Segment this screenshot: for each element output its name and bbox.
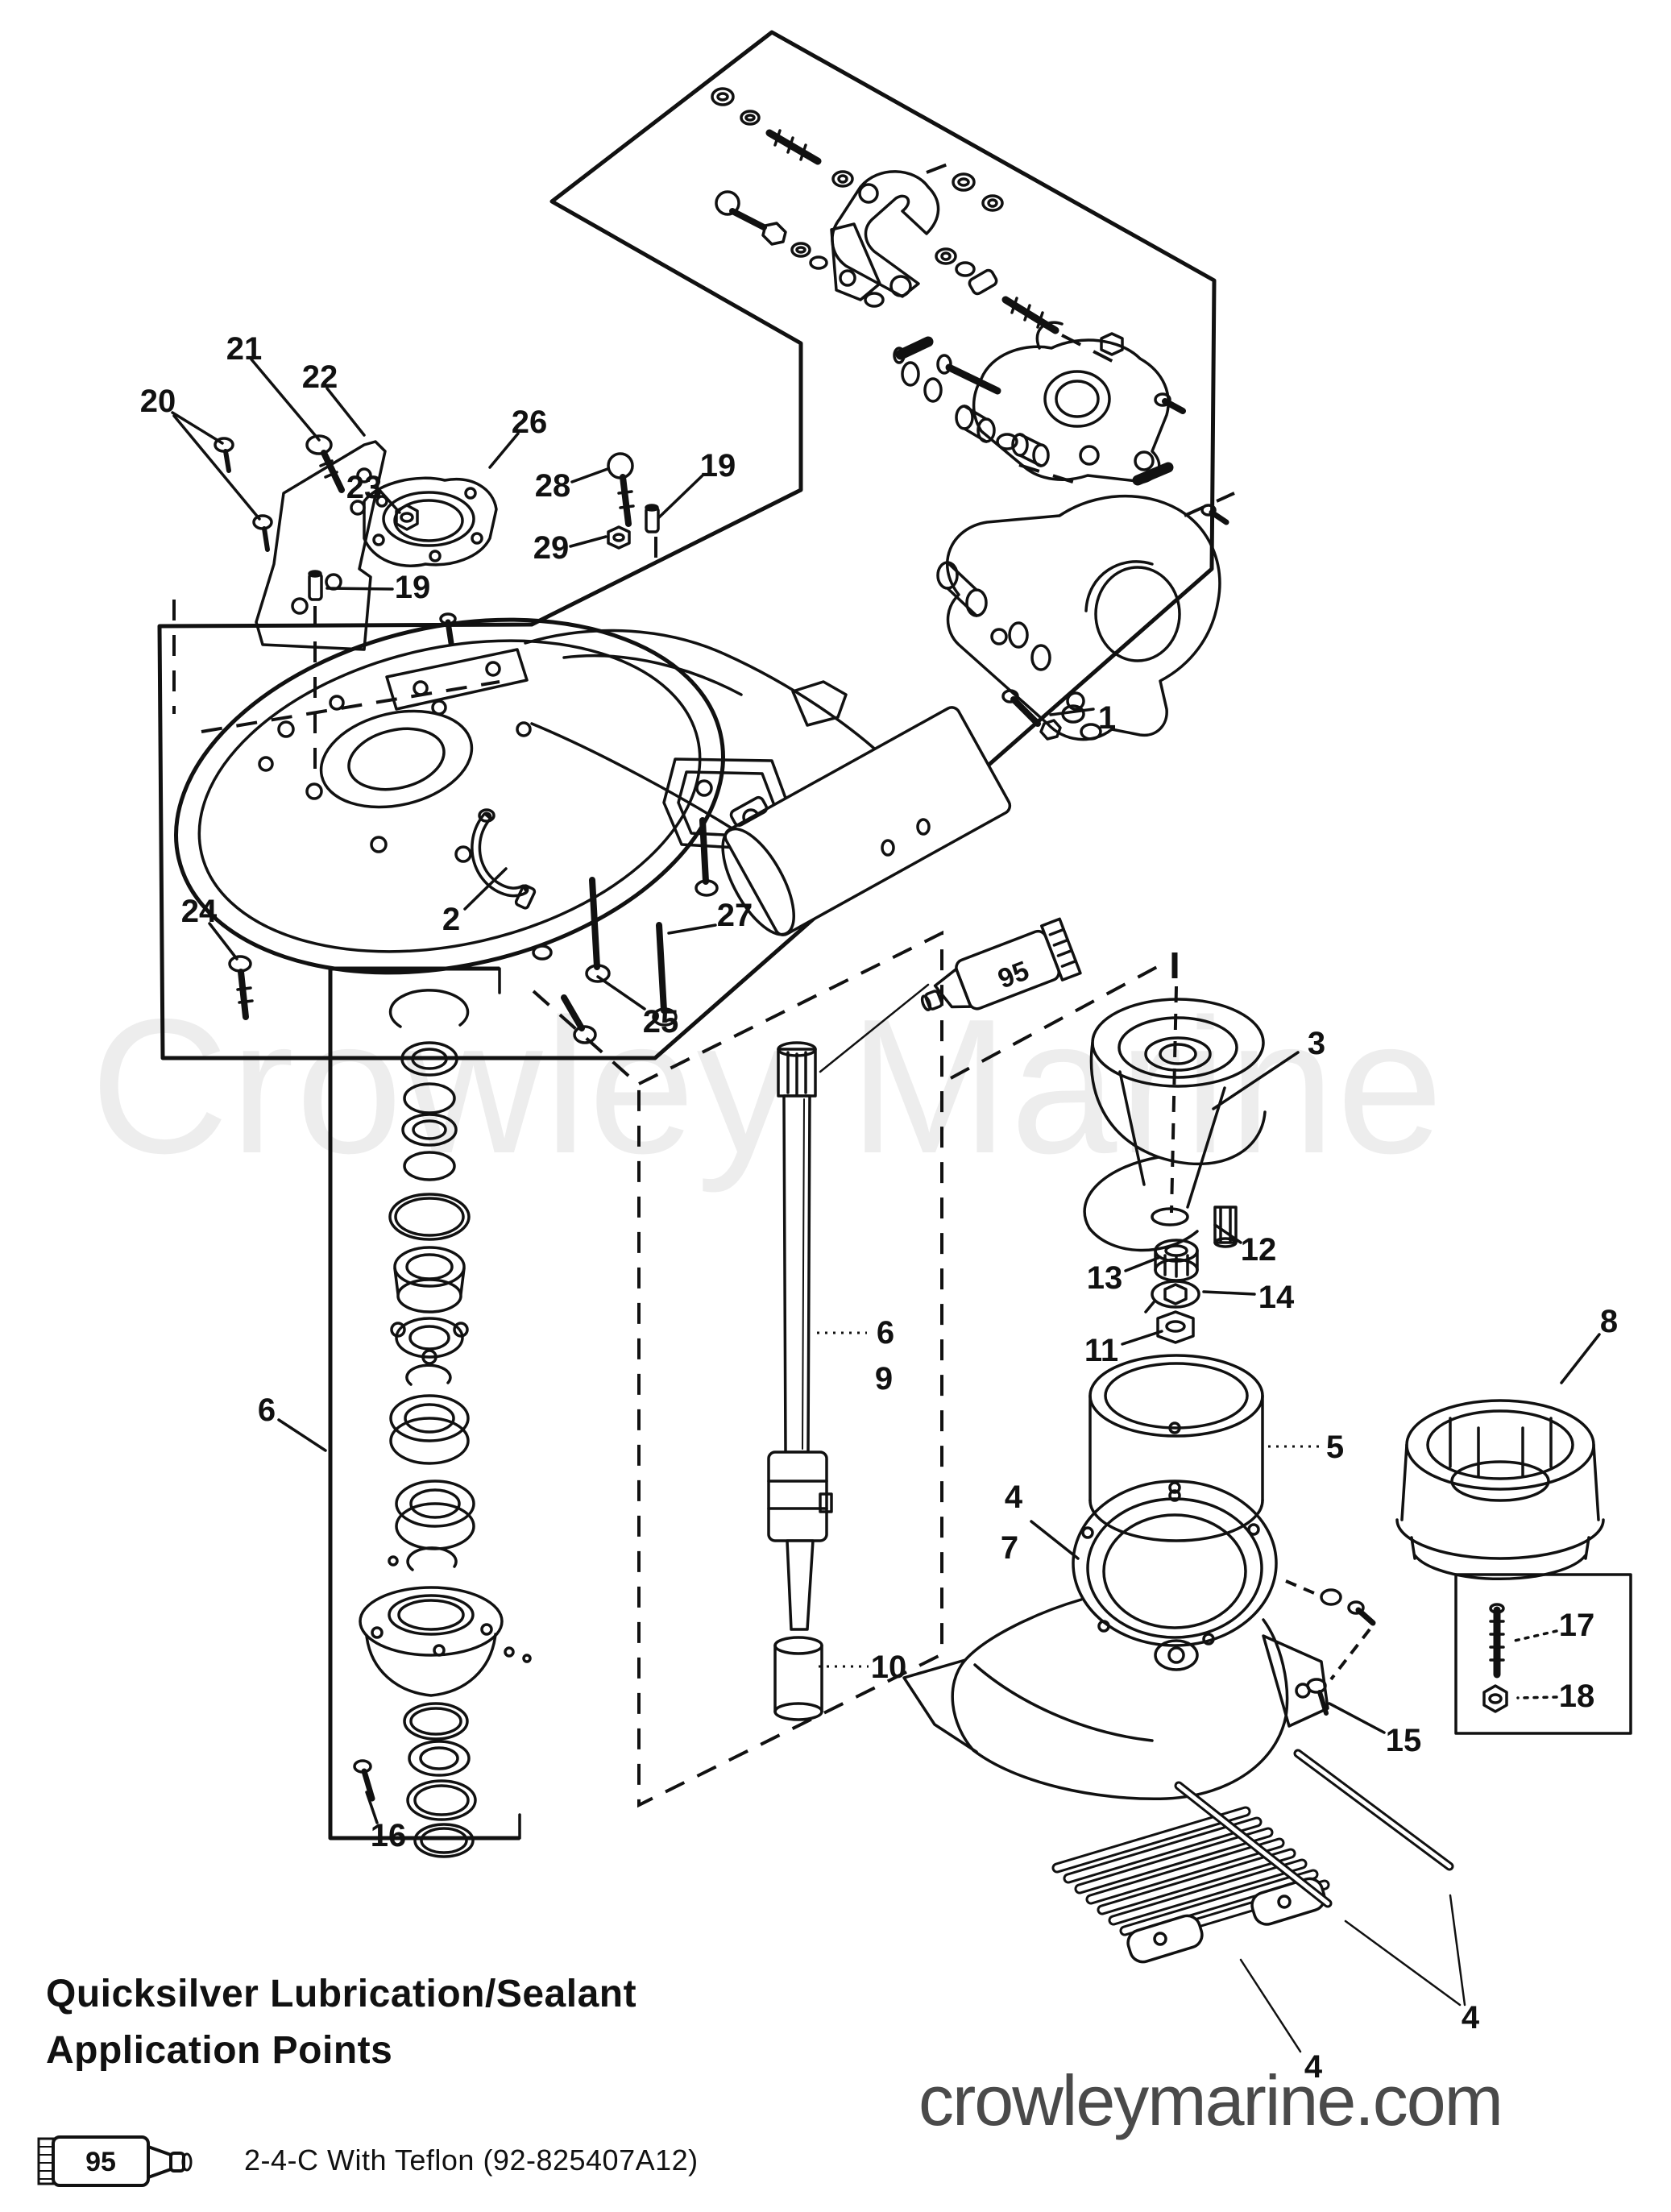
part-label-6-left: 6 (258, 1392, 276, 1428)
part-label-13: 13 (1087, 1260, 1123, 1296)
watermark: Crowley Marine (90, 980, 1445, 1193)
part-label-15: 15 (1386, 1723, 1422, 1758)
part-label-4-right: 4 (1462, 2000, 1480, 2036)
part-label-26: 26 (512, 405, 548, 440)
legend-text: 2-4-C With Teflon (92-825407A12) (244, 2144, 699, 2177)
driveshaft-housing-tube (721, 680, 1012, 936)
wear-cup-8 (1395, 1399, 1605, 1581)
part-label-25: 25 (643, 1004, 679, 1040)
part-label-20: 20 (140, 384, 176, 419)
part-label-8: 8 (1600, 1304, 1618, 1339)
part-label-21: 21 (226, 331, 263, 367)
part-label-24: 24 (181, 894, 218, 929)
clamp-bracket-assembly (893, 321, 1235, 741)
part-label-1: 1 (1098, 700, 1116, 736)
part-label-18: 18 (1559, 1679, 1595, 1714)
lubricant-legend-row: 95 2-4-C With Teflon (92-825407A12) (32, 2129, 699, 2192)
heading-line-2: Application Points (46, 2028, 393, 2072)
part-label-16: 16 (371, 1818, 407, 1853)
part-label-4-upper: 4 (1005, 1480, 1023, 1515)
heading-line-1: Quicksilver Lubrication/Sealant (46, 1973, 637, 2015)
intake-housing-group (902, 1480, 1632, 1801)
lubricant-tube-95 (819, 917, 1082, 1073)
part-label-11: 11 (1084, 1333, 1118, 1368)
part-label-29: 29 (533, 530, 570, 566)
hardware-box-17-18 (1454, 1573, 1632, 1735)
bearing-seal-stack-group (328, 966, 532, 1858)
adapter-flange-26-group (308, 452, 660, 601)
leader-lines (171, 358, 1601, 2053)
tube-icon-95: 95 (37, 2135, 193, 2187)
dowel-pin-19-left (308, 572, 323, 601)
part-label-7: 7 (1001, 1530, 1018, 1566)
part-label-9: 9 (875, 1361, 893, 1397)
part-label-17: 17 (1559, 1608, 1595, 1643)
assembly-1-outline (157, 30, 1217, 1060)
part-label-22: 22 (302, 359, 338, 395)
part-label-6-right: 6 (877, 1315, 894, 1351)
part-label-2: 2 (442, 902, 460, 937)
bearing-sleeve-5 (1088, 1354, 1264, 1542)
website-text: crowleymarine.com (918, 2061, 1503, 2140)
part-label-19-left: 19 (395, 570, 431, 605)
intake-grate-group (1051, 1749, 1454, 1964)
part-label-14: 14 (1258, 1280, 1295, 1315)
upper-clamp-hardware (711, 87, 1119, 366)
screw-15 (1306, 1678, 1327, 1694)
part-label-27: 27 (717, 898, 753, 933)
part-label-5: 5 (1326, 1430, 1344, 1465)
part-label-28: 28 (535, 468, 571, 504)
part-label-19-right: 19 (700, 448, 736, 483)
impeller-group (950, 952, 1267, 1344)
legend-tube-label: 95 (85, 2147, 116, 2177)
part-label-4-bottom: 4 (1304, 2049, 1323, 2085)
part-label-23: 23 (346, 470, 383, 505)
part-label-12: 12 (1241, 1232, 1277, 1268)
part-label-10: 10 (871, 1650, 907, 1685)
lubrication-heading: Quicksilver Lubrication/Sealant Applicat… (46, 1966, 636, 2078)
driveshaft-group (532, 930, 943, 1808)
dowel-pin-19-right (645, 506, 660, 533)
part-label-3: 3 (1308, 1026, 1325, 1061)
